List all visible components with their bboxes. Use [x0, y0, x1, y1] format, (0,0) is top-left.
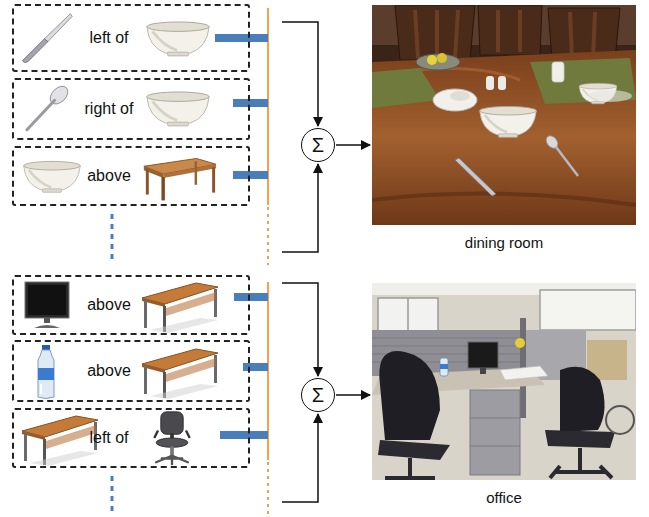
relation-label: left of — [89, 428, 128, 448]
bowl-icon — [147, 22, 209, 56]
monitor-icon — [25, 282, 69, 328]
relation-box: right of — [12, 78, 250, 140]
bowl-icon — [24, 161, 81, 192]
sum-symbol: Σ — [312, 384, 324, 406]
connector-arrow — [336, 394, 370, 396]
knife-icon — [23, 14, 72, 63]
relation-box: above — [12, 275, 250, 335]
relation-label: above — [87, 361, 131, 381]
scene-caption: office — [372, 489, 636, 507]
relation-box: above — [12, 146, 250, 206]
chair-icon — [154, 412, 189, 464]
scene-photo: dining room — [372, 5, 636, 225]
object-icons — [22, 14, 218, 466]
spoon-icon — [27, 83, 71, 130]
relation-box: above — [12, 340, 250, 402]
sum-brackets — [282, 22, 318, 502]
relation-label: above — [87, 295, 131, 315]
relation-label: left of — [89, 28, 128, 48]
sum-circle: Σ — [301, 378, 335, 412]
relation-box: left of — [12, 408, 250, 468]
desk-icon — [142, 349, 218, 399]
desk-icon — [22, 416, 98, 466]
bottle-icon — [38, 345, 54, 399]
table-icon — [144, 158, 216, 200]
relation-box: left of — [12, 4, 250, 72]
sum-symbol: Σ — [312, 134, 324, 156]
sum-circle: Σ — [301, 128, 335, 162]
desk-icon — [142, 283, 218, 333]
dining-room-photo — [372, 5, 636, 225]
relation-label: right of — [85, 99, 134, 119]
scene-caption: dining room — [372, 234, 636, 252]
scene-photo: office — [372, 283, 636, 480]
connector-arrow — [336, 144, 370, 146]
relation-label: above — [87, 166, 131, 186]
bowl-icon — [147, 92, 209, 126]
office-photo — [372, 283, 636, 480]
weight-bars — [215, 34, 268, 439]
